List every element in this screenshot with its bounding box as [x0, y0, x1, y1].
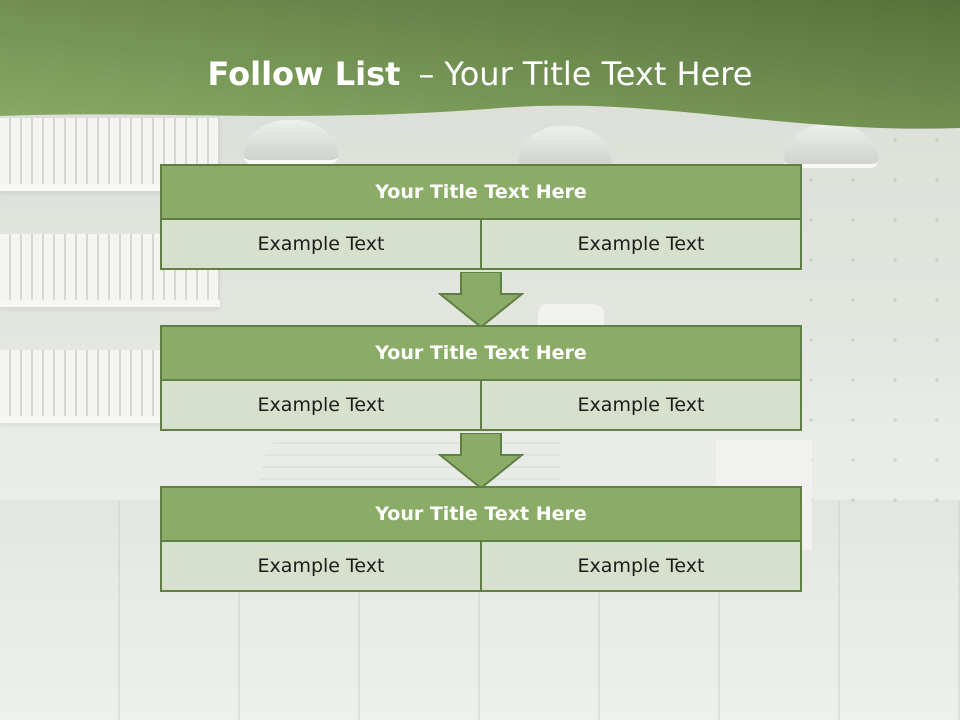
block-cell-left: Example Text	[160, 381, 482, 431]
block-title: Your Title Text Here	[160, 164, 802, 220]
list-block-3: Your Title Text Here Example Text Exampl…	[160, 486, 802, 592]
block-row: Example Text Example Text	[160, 542, 802, 592]
list-block-2: Your Title Text Here Example Text Exampl…	[160, 325, 802, 431]
block-title: Your Title Text Here	[160, 486, 802, 542]
list-block-1: Your Title Text Here Example Text Exampl…	[160, 164, 802, 270]
header-band	[0, 0, 960, 129]
title-separator: –	[418, 55, 435, 93]
title-rest: Your Title Text Here	[444, 55, 753, 93]
arrow-down-icon	[438, 433, 524, 489]
title-bold: Follow List	[207, 55, 401, 93]
block-title: Your Title Text Here	[160, 325, 802, 381]
block-cell-right: Example Text	[482, 542, 802, 592]
block-cell-left: Example Text	[160, 542, 482, 592]
arrow-down-icon	[438, 272, 524, 328]
wall-texture	[790, 120, 960, 520]
block-cell-left: Example Text	[160, 220, 482, 270]
block-row: Example Text Example Text	[160, 220, 802, 270]
block-cell-right: Example Text	[482, 220, 802, 270]
chair	[538, 304, 604, 328]
block-cell-right: Example Text	[482, 381, 802, 431]
block-row: Example Text Example Text	[160, 381, 802, 431]
slide-title: Follow List–Your Title Text Here	[0, 52, 960, 96]
